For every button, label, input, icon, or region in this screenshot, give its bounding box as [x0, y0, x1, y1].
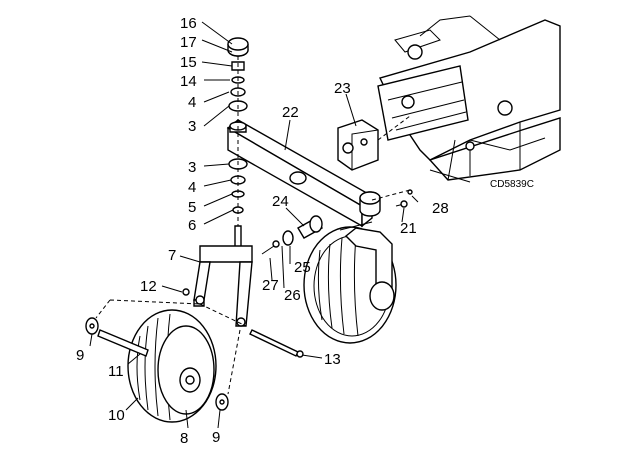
callout-21: 21 — [400, 220, 417, 237]
callout-10: 10 — [108, 407, 125, 424]
front-tire — [127, 309, 217, 423]
callout-4-lower: 4 — [188, 179, 196, 196]
callout-17: 17 — [180, 34, 197, 51]
callout-7: 7 — [168, 247, 176, 264]
callout-26: 26 — [284, 287, 301, 304]
callout-14: 14 — [180, 73, 197, 90]
deck-frame — [377, 15, 561, 183]
callout-12: 12 — [140, 278, 157, 295]
mount-bracket — [337, 115, 411, 171]
caster-fork — [193, 245, 253, 327]
callout-27: 27 — [262, 277, 279, 294]
axle-hardware — [85, 288, 304, 411]
callout-3: 3 — [188, 118, 196, 135]
callout-9-lower: 9 — [212, 429, 220, 446]
callout-13: 13 — [324, 351, 341, 368]
callout-5: 5 — [188, 199, 196, 216]
diagram-code: CD5839C — [490, 179, 534, 190]
callout-16: 16 — [180, 15, 197, 32]
leader-lines — [89, 21, 419, 429]
rear-tire — [303, 221, 397, 344]
spacer-and-hardware — [261, 189, 413, 255]
callout-24: 24 — [272, 193, 289, 210]
callout-23: 23 — [334, 80, 351, 97]
callout-numbers: 16 17 15 14 4 3 22 23 3 4 5 6 24 CD5839C… — [76, 15, 534, 447]
callout-9: 9 — [76, 347, 84, 364]
pivot-stack — [227, 37, 249, 252]
callout-11: 11 — [108, 363, 124, 380]
callout-22: 22 — [282, 104, 299, 121]
callout-25: 25 — [294, 259, 311, 276]
callout-4: 4 — [188, 94, 196, 111]
callout-3-lower: 3 — [188, 159, 196, 176]
axle-beam — [226, 119, 411, 228]
callout-15: 15 — [180, 54, 197, 71]
callout-28: 28 — [432, 200, 449, 217]
callout-6: 6 — [188, 217, 196, 234]
callout-8: 8 — [180, 430, 188, 447]
